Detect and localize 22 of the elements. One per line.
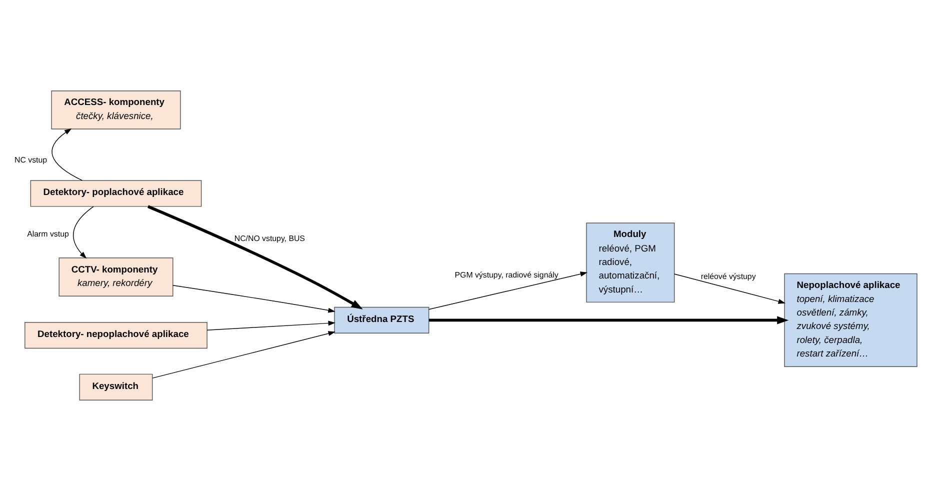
arrow [152,331,336,378]
arrow [147,205,363,310]
node-box: Keyswitch [79,374,153,400]
node-box: Moduly reléové, PGM radiové, automatizační, výstupní… [586,222,675,303]
arrow [73,206,94,259]
node-box: CCTV- komponenty kamery, rekordéry [58,258,174,296]
node-box: Detektory- poplachové aplikace [30,180,202,207]
edge-label: reléové výstupy [700,272,756,282]
node-box: Ústředna PZTS [334,306,430,334]
arrow [206,320,336,330]
node-box: Nepoplachové aplikace topení, klimatizace osvětlení, zámky, zvukové systémy, rolety, čerpadla, restart zařízení… [784,273,918,367]
arrow [674,274,786,304]
edge-label: NC/NO vstupy, BUS [234,234,305,243]
arrow [52,128,83,181]
edge-label: PGM výstupy, radiové signály [454,270,558,280]
arrow [172,285,336,313]
node-box: Detektory- nepoplachové aplikace [24,322,208,349]
edge-label: NC vstup [14,156,48,165]
edge-label: Alarm vstup [27,230,69,239]
arrow [428,272,588,310]
arrow [428,316,789,324]
node-box: ACCESS- komponenty čtečky, klávesnice, [51,90,181,130]
